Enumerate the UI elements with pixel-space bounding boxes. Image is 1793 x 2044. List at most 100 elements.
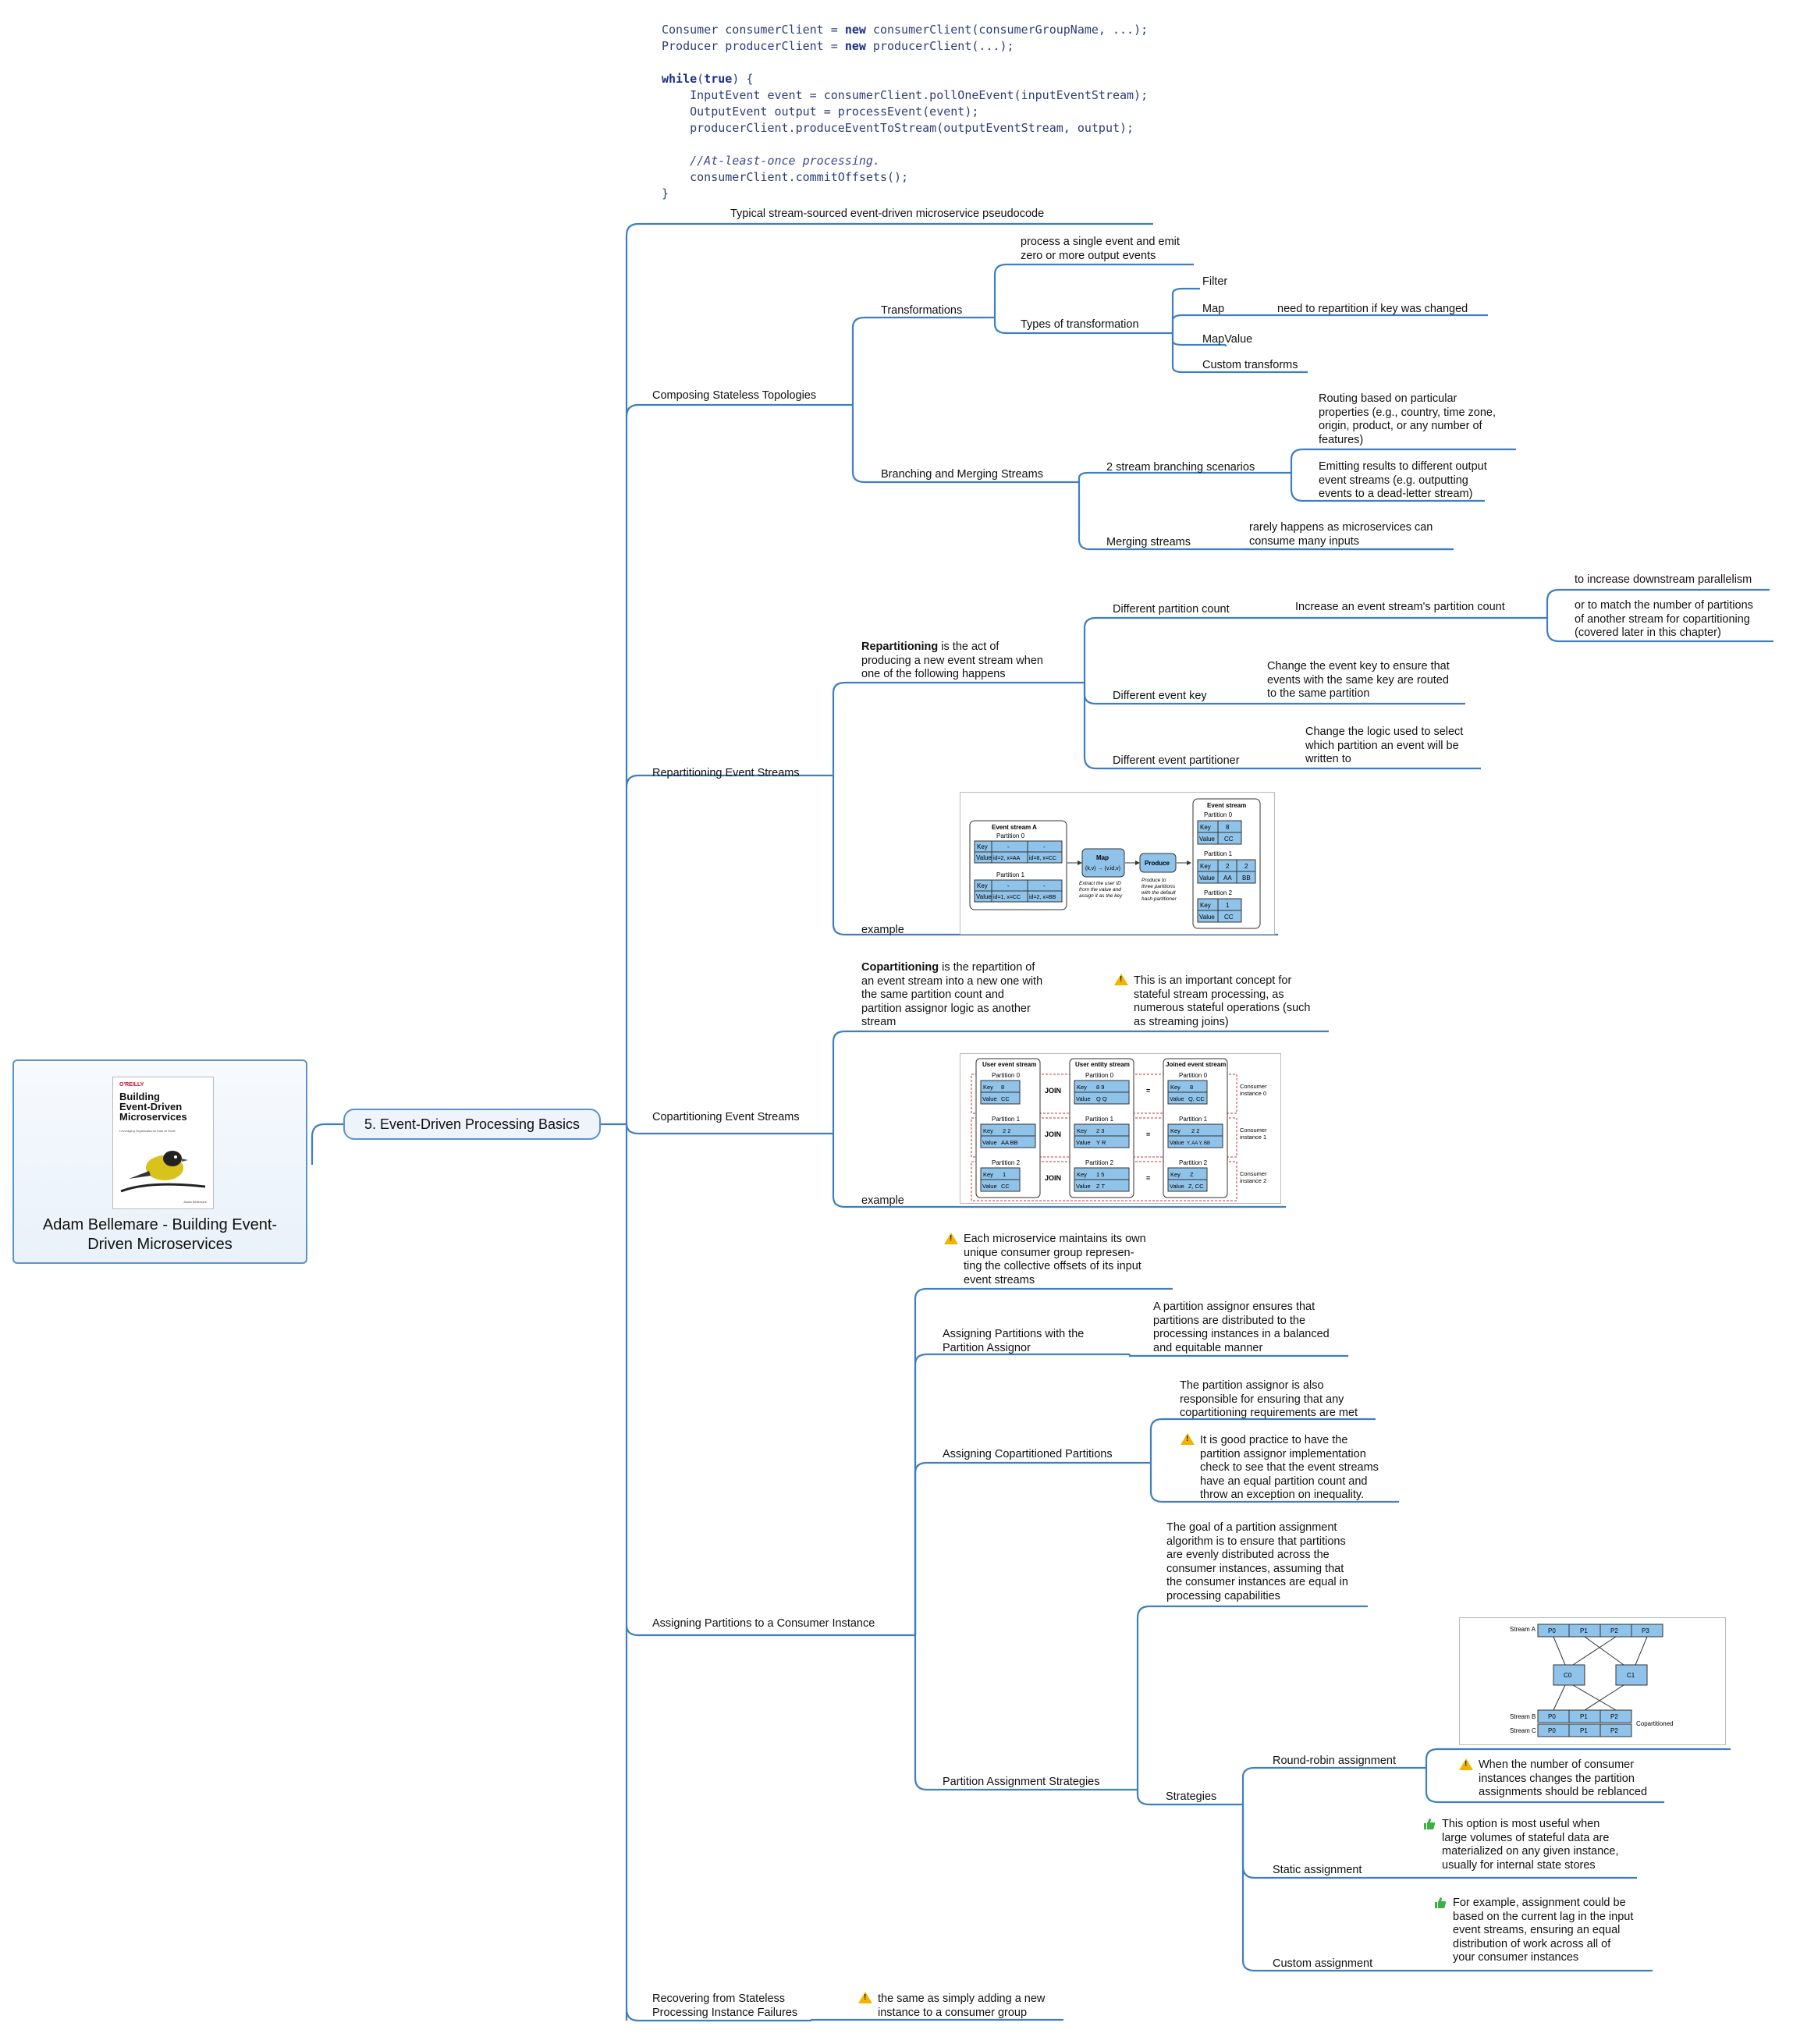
svg-text:Partition 1: Partition 1: [1179, 1116, 1208, 1123]
root-node[interactable]: O'REILLY Building Event-Driven Microserv…: [12, 1059, 307, 1264]
node-static-assignment[interactable]: Static assignment: [1273, 1864, 1362, 1876]
svg-text:from the value and: from the value and: [1079, 887, 1121, 892]
svg-text:-: -: [1007, 882, 1010, 889]
node-custom-transforms[interactable]: Custom transforms: [1202, 359, 1298, 371]
fig2-user-stream: User event stream: [982, 1061, 1036, 1068]
node-increase-partition-count[interactable]: Increase an event stream's partition cou…: [1295, 601, 1505, 613]
node-stateless-topologies[interactable]: Composing Stateless Topologies: [652, 389, 817, 402]
svg-text:2 3: 2 3: [1096, 1127, 1104, 1134]
fig1-map-box: Map: [1096, 854, 1109, 861]
svg-text:C1: C1: [1627, 1672, 1635, 1679]
node-filter[interactable]: Filter: [1202, 275, 1228, 288]
svg-text:instance 0: instance 0: [1240, 1090, 1266, 1097]
svg-text:P0: P0: [1548, 1627, 1556, 1634]
svg-text:Value: Value: [1199, 875, 1215, 882]
node-goal[interactable]: The goal of a partition assignment algor…: [1166, 1521, 1348, 1602]
svg-text:Key: Key: [1170, 1084, 1181, 1091]
node-mapvalue[interactable]: MapValue: [1202, 333, 1253, 346]
svg-text:Key: Key: [1170, 1171, 1181, 1178]
svg-text:JOIN: JOIN: [1045, 1087, 1061, 1095]
svg-text:CC: CC: [1224, 914, 1234, 921]
node-assignor-note[interactable]: A partition assignor ensures that partit…: [1153, 1301, 1330, 1354]
node-each-microservice[interactable]: Each microservice maintains its own uniq…: [964, 1233, 1146, 1286]
svg-text:=: =: [1146, 1174, 1150, 1182]
node-copartition-warning[interactable]: This is an important concept for statefu…: [1134, 974, 1311, 1028]
svg-text:Partition 0: Partition 0: [1204, 811, 1233, 818]
svg-text:1 5: 1 5: [1096, 1171, 1104, 1178]
node-also-responsible[interactable]: The partition assignor is also responsib…: [1180, 1379, 1358, 1419]
node-static-note[interactable]: This option is most useful when large vo…: [1442, 1818, 1619, 1872]
svg-text:1: 1: [1003, 1171, 1006, 1178]
chapter-node[interactable]: 5. Event-Driven Processing Basics: [343, 1109, 601, 1140]
thumbs-up-icon: [1424, 1819, 1436, 1829]
node-change-logic[interactable]: Change the logic used to select which pa…: [1305, 726, 1464, 765]
root-title: Adam Bellemare - Building Event-Driven M…: [42, 1216, 278, 1253]
node-merging-streams[interactable]: Merging streams: [1106, 536, 1191, 548]
svg-text:=: =: [1146, 1087, 1150, 1095]
svg-text:(k,v) → (v.id,v): (k,v) → (v.id,v): [1085, 866, 1120, 871]
svg-text:id=8, x=CC: id=8, x=CC: [1029, 856, 1056, 861]
svg-text:Value: Value: [982, 1095, 997, 1102]
node-custom-note[interactable]: For example, assignment could be based o…: [1453, 1897, 1634, 1964]
node-copartitioned-partitions[interactable]: Assigning Copartitioned Partitions: [943, 1448, 1113, 1460]
svg-text:JOIN: JOIN: [1045, 1130, 1061, 1138]
svg-text:CC: CC: [1001, 1095, 1010, 1102]
node-change-key[interactable]: Change the event key to ensure that even…: [1267, 660, 1450, 700]
svg-text:P3: P3: [1642, 1627, 1649, 1634]
node-repartitioning[interactable]: Repartitioning Event Streams: [652, 767, 800, 779]
svg-text:CC: CC: [1224, 836, 1234, 843]
node-assigning-partitions[interactable]: Assigning Partitions to a Consumer Insta…: [652, 1617, 875, 1630]
svg-text:C0: C0: [1564, 1672, 1572, 1679]
node-different-partitioner[interactable]: Different event partitioner: [1113, 754, 1240, 767]
svg-text:Value: Value: [976, 893, 992, 900]
node-branching-scenarios[interactable]: 2 stream branching scenarios: [1106, 461, 1255, 474]
node-different-event-key[interactable]: Different event key: [1113, 690, 1207, 702]
node-recovering-note[interactable]: the same as simply adding a new instance…: [878, 1993, 1046, 2019]
svg-text:id=2, x=BB: id=2, x=BB: [1029, 895, 1056, 900]
svg-text:Z: Z: [1190, 1171, 1194, 1178]
svg-text:8: 8: [1226, 824, 1230, 831]
svg-text:-: -: [1007, 843, 1010, 850]
node-map-note[interactable]: need to repartition if key was changed: [1277, 303, 1468, 315]
pseudocode-caption[interactable]: Typical stream-sourced event-driven micr…: [730, 208, 1045, 220]
warning-icon: [1114, 974, 1128, 985]
node-different-partition-count[interactable]: Different partition count: [1113, 603, 1230, 616]
node-repartitioning-definition[interactable]: Repartitioning is the act of producing a…: [861, 641, 1043, 680]
node-copartitioning-definition[interactable]: Copartitioning is the repartition of an …: [861, 961, 1043, 1028]
svg-text:hash partitioner: hash partitioner: [1141, 896, 1177, 902]
svg-text:Key: Key: [1200, 902, 1211, 909]
svg-text:AA BB: AA BB: [1001, 1139, 1018, 1146]
svg-text:Partition 1: Partition 1: [992, 1116, 1021, 1123]
node-branching-merging[interactable]: Branching and Merging Streams: [881, 468, 1043, 481]
node-process-single[interactable]: process a single event and emit zero or …: [1021, 236, 1180, 262]
node-copartitioning[interactable]: Copartitioning Event Streams: [652, 1111, 800, 1123]
node-recovering[interactable]: Recovering from Stateless Processing Ins…: [652, 1993, 798, 2019]
node-map[interactable]: Map: [1202, 303, 1225, 315]
node-round-robin-note[interactable]: When the number of consumer instances ch…: [1479, 1758, 1648, 1798]
node-routing[interactable]: Routing based on particular properties (…: [1319, 392, 1497, 446]
svg-text:assign it as the key: assign it as the key: [1079, 893, 1123, 899]
node-assignment-strategies[interactable]: Partition Assignment Strategies: [943, 1776, 1100, 1788]
node-match-partitions[interactable]: or to match the number of partitions of …: [1575, 599, 1753, 639]
node-example-repartition[interactable]: example: [861, 924, 904, 936]
svg-text:Key: Key: [977, 843, 988, 850]
node-partition-assignor[interactable]: Assigning Partitions with the Partition …: [943, 1328, 1085, 1354]
node-good-practice[interactable]: It is good practice to have the partitio…: [1200, 1434, 1379, 1501]
node-emitting[interactable]: Emitting results to different output eve…: [1319, 460, 1487, 500]
node-downstream-parallelism[interactable]: to increase downstream parallelism: [1575, 573, 1752, 586]
node-merging-note[interactable]: rarely happens as microservices can cons…: [1249, 521, 1433, 548]
node-types-of-transformation[interactable]: Types of transformation: [1021, 318, 1139, 331]
svg-text:Key: Key: [1077, 1171, 1087, 1178]
svg-text:id=2, x=AA: id=2, x=AA: [993, 856, 1021, 861]
node-custom-assignment[interactable]: Custom assignment: [1273, 1957, 1373, 1970]
node-transformations[interactable]: Transformations: [881, 304, 963, 317]
svg-text:id=1, x=CC: id=1, x=CC: [993, 895, 1021, 900]
svg-text:8: 8: [1190, 1084, 1193, 1091]
svg-text:Consumer: Consumer: [1240, 1083, 1267, 1090]
node-round-robin[interactable]: Round-robin assignment: [1273, 1755, 1396, 1767]
node-example-copartition[interactable]: example: [861, 1194, 904, 1207]
svg-text:Q, CC: Q, CC: [1188, 1095, 1205, 1102]
node-strategies[interactable]: Strategies: [1166, 1790, 1217, 1803]
fig1-produce-box: Produce: [1145, 860, 1170, 867]
svg-text:Stream C: Stream C: [1510, 1727, 1536, 1734]
